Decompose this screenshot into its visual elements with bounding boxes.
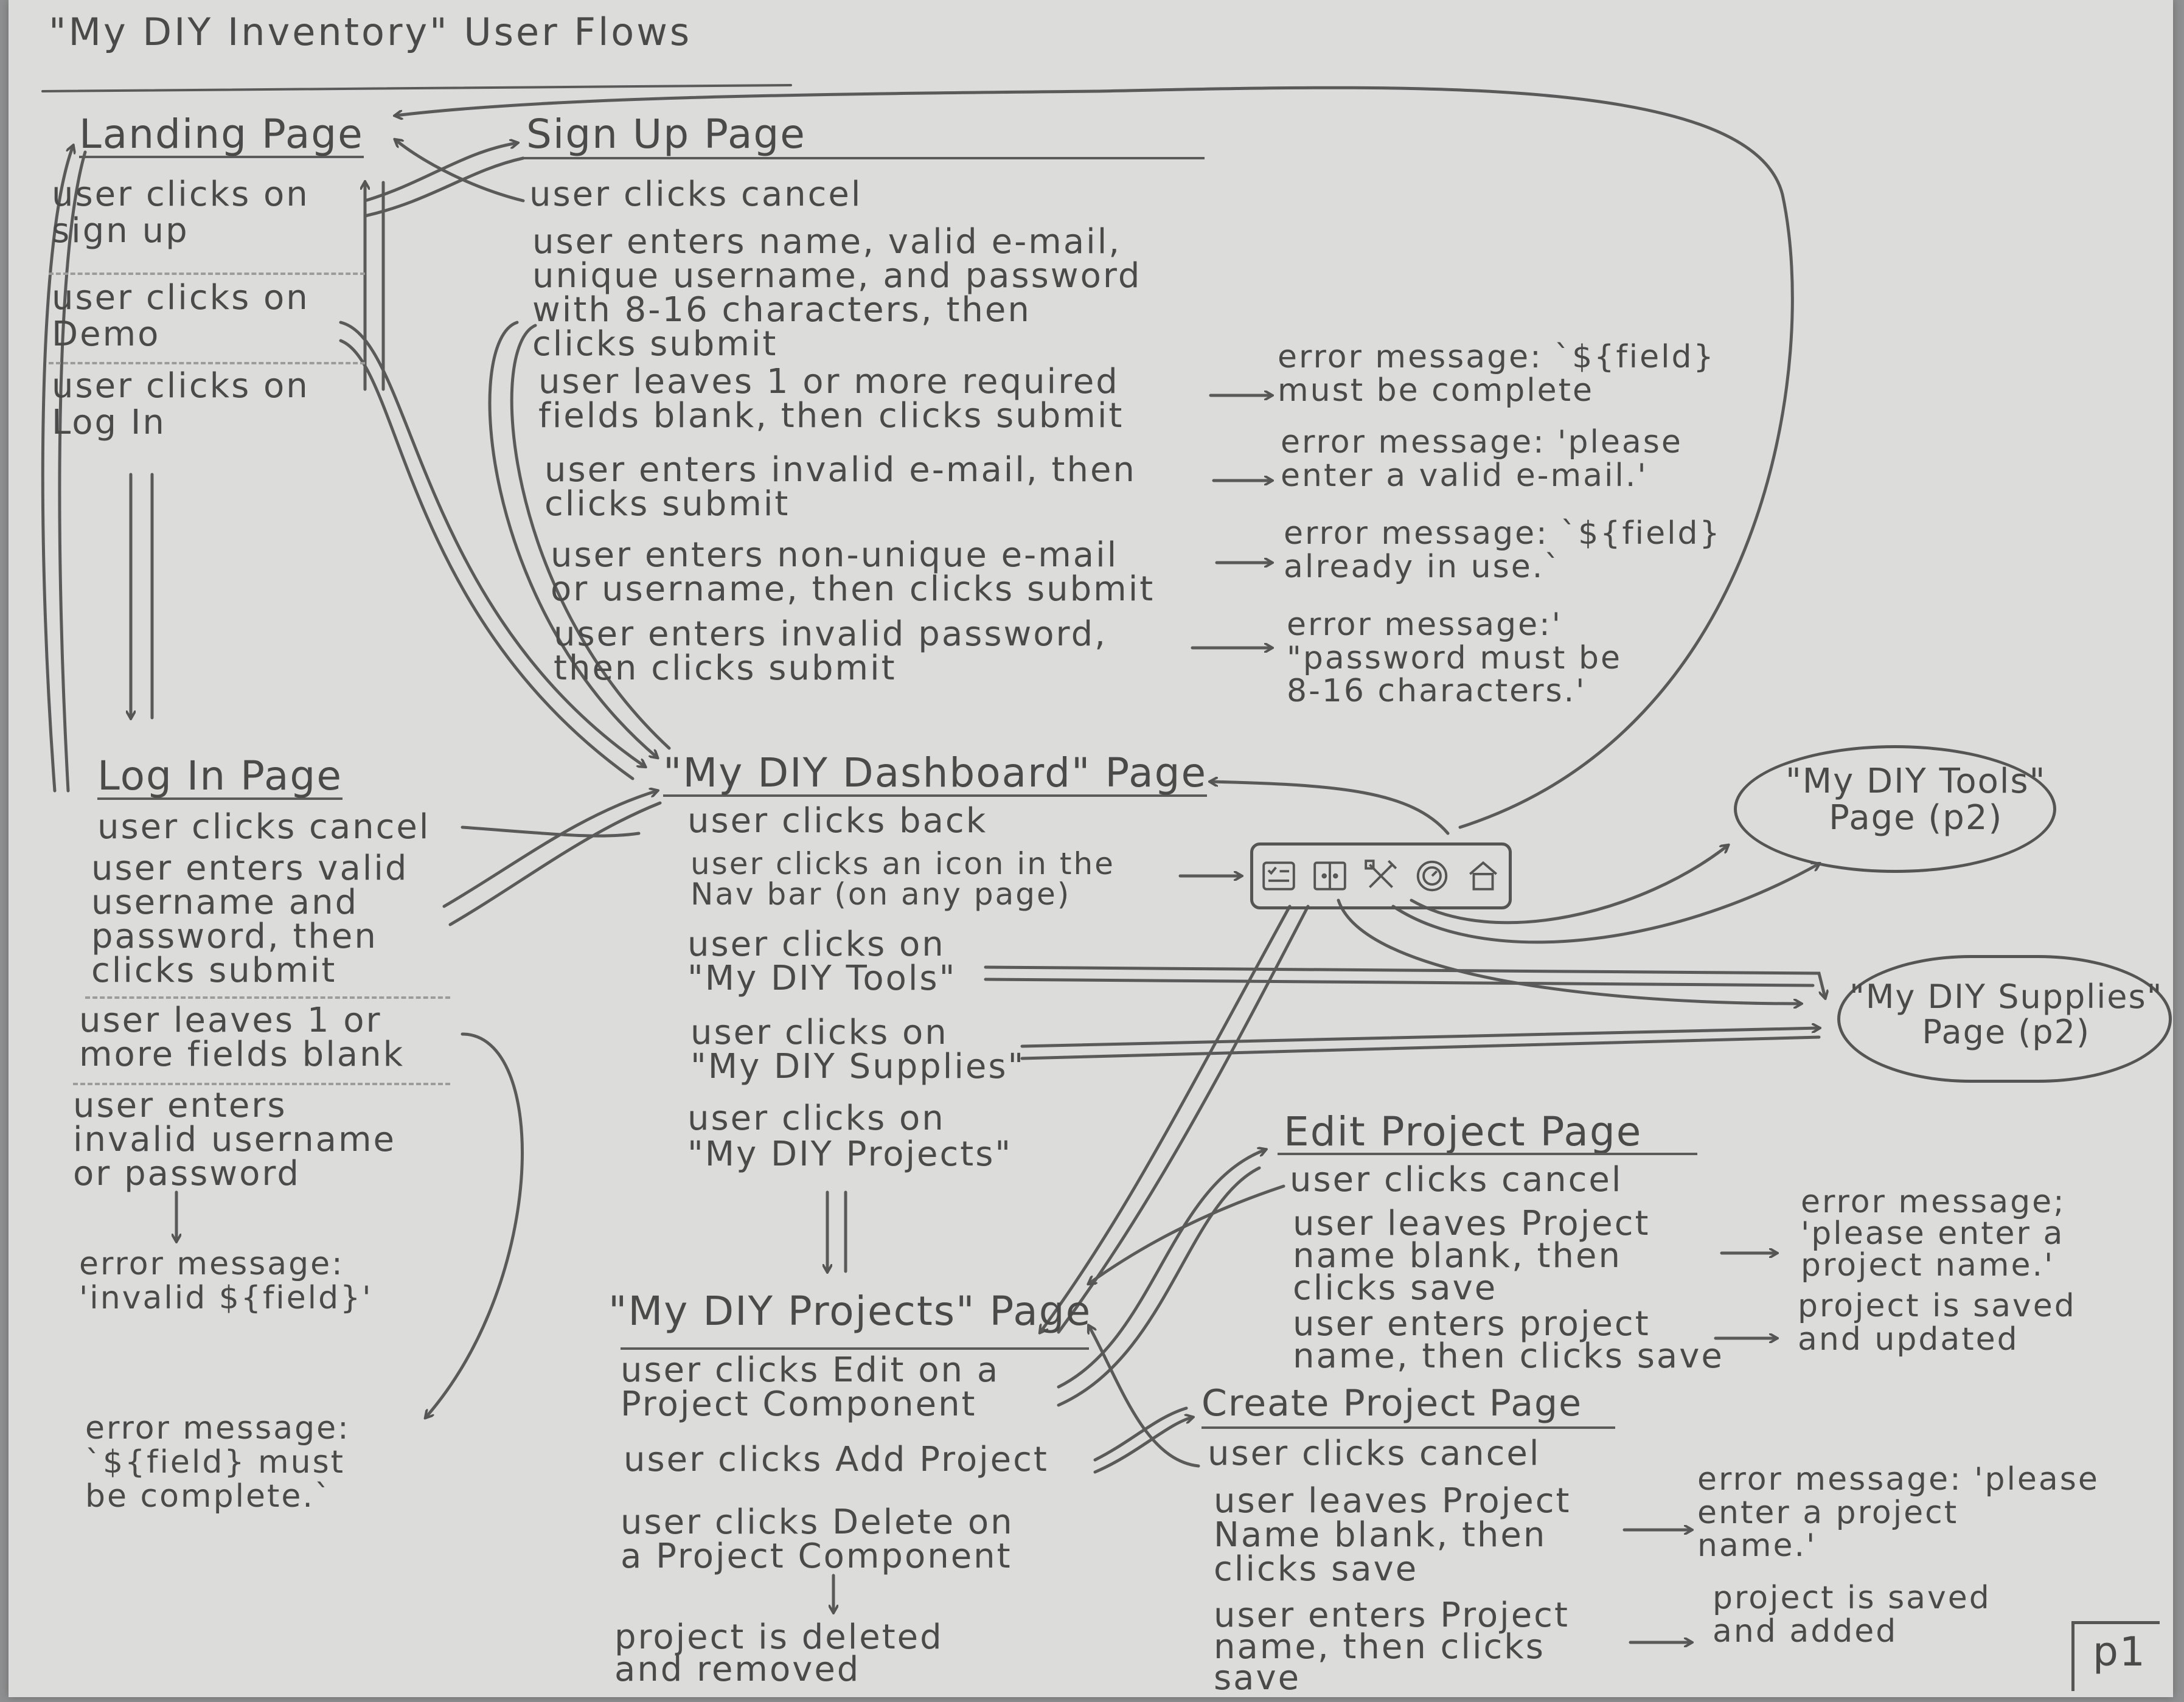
landing-item-demo: user clicks on Demo (52, 278, 310, 355)
projects-item-edit: user clicks Edit on a Project Component (621, 1350, 1000, 1424)
dashboard-item-navbar: user clicks an icon in the Nav bar (on a… (690, 846, 1115, 912)
edit-result-error: error message; 'please enter a project n… (1801, 1184, 2066, 1283)
supplies-page-node (1837, 955, 2172, 1083)
edit-underline (1278, 1153, 1697, 1155)
projects-item-add: user clicks Add Project (624, 1440, 1049, 1479)
diagram-title: "My DIY Inventory" User Flows (49, 10, 692, 54)
edit-page-heading: Edit Project Page (1284, 1108, 1643, 1155)
signup-error-complete: error message: `${field} must be complet… (1278, 339, 1716, 409)
edit-item-cancel: user clicks cancel (1290, 1160, 1623, 1200)
signup-item-invalid-email: user enters invalid e-mail, then clicks … (544, 450, 1136, 524)
landing-page-heading: Landing Page (79, 111, 364, 159)
tools-icon[interactable] (1361, 856, 1401, 896)
login-item-blank: user leaves 1 or more fields blank (79, 1001, 405, 1074)
login-error-invalid: error message: 'invalid ${field}' (79, 1246, 373, 1317)
projects-underline (621, 1347, 1089, 1350)
create-result-error: error message: 'please enter a project n… (1697, 1461, 2099, 1565)
page-number-box (2071, 1621, 2160, 1691)
signup-error-in-use: error message: `${field} already in use.… (1284, 515, 1722, 585)
create-result-saved: project is saved and added (1713, 1580, 1991, 1650)
landing-item-login: user clicks on Log In (52, 366, 310, 443)
signup-item-success: user enters name, valid e-mail, unique u… (532, 222, 1142, 364)
dashboard-item-supplies: user clicks on "My DIY Supplies" (690, 1013, 1026, 1086)
create-item-save: user enters Project name, then clicks sa… (1214, 1596, 1570, 1698)
panels-icon[interactable] (1310, 856, 1350, 896)
separator (73, 1083, 450, 1085)
edit-result-saved: project is saved and updated (1798, 1288, 2076, 1358)
signup-underline (523, 157, 1205, 159)
login-error-complete: error message: `${field} must be complet… (85, 1410, 350, 1515)
dashboard-page-heading: "My DIY Dashboard" Page (663, 749, 1208, 797)
dashboard-item-tools: user clicks on "My DIY Tools" (687, 925, 957, 998)
tools-page-node (1734, 745, 2056, 873)
login-item-success: user enters valid username and password,… (91, 849, 409, 990)
signup-error-password: error message:' "password must be 8-16 c… (1287, 606, 1622, 710)
create-item-blank: user leaves Project Name blank, then cli… (1214, 1481, 1571, 1589)
signup-error-email: error message: 'please enter a valid e-m… (1281, 424, 1683, 494)
create-item-cancel: user clicks cancel (1208, 1434, 1541, 1473)
separator (49, 362, 365, 364)
landing-item-signup: user clicks on sign up (52, 175, 310, 251)
checklist-icon[interactable] (1259, 856, 1299, 896)
separator (85, 996, 450, 999)
gauge-icon[interactable] (1412, 856, 1452, 896)
create-underline (1202, 1426, 1615, 1429)
projects-result-deleted: project is deleted and removed (614, 1617, 944, 1690)
dashboard-item-projects: user clicks on "My DIY Projects" (687, 1099, 1013, 1174)
signup-item-cancel: user clicks cancel (529, 175, 863, 214)
supplies-page-label: "My DIY Supplies" Page (p2) (1849, 978, 2163, 1052)
signup-item-blank: user leaves 1 or more required fields bl… (538, 362, 1124, 436)
signup-page-heading: Sign Up Page (526, 111, 806, 158)
signup-item-invalid-password: user enters invalid password, then click… (554, 614, 1107, 688)
separator (49, 273, 365, 275)
signup-item-nonunique: user enters non-unique e-mail or usernam… (551, 535, 1155, 609)
projects-page-heading: "My DIY Projects" Page (608, 1288, 1092, 1335)
edit-item-save: user enters project name, then clicks sa… (1293, 1304, 1724, 1377)
login-item-invalid: user enters invalid username or password (73, 1086, 396, 1193)
tools-page-label: "My DIY Tools" Page (p2) (1786, 762, 2047, 838)
projects-item-delete: user clicks Delete on a Project Componen… (621, 1502, 1014, 1576)
home-icon[interactable] (1463, 856, 1503, 896)
login-page-heading: Log In Page (97, 752, 343, 801)
create-page-heading: Create Project Page (1202, 1382, 1583, 1425)
login-item-cancel: user clicks cancel (97, 807, 431, 847)
edit-item-blank: user leaves Project name blank, then cli… (1293, 1204, 1650, 1308)
page-number: p1 (2093, 1628, 2146, 1675)
dashboard-item-back: user clicks back (687, 801, 988, 841)
nav-bar (1250, 842, 1512, 909)
